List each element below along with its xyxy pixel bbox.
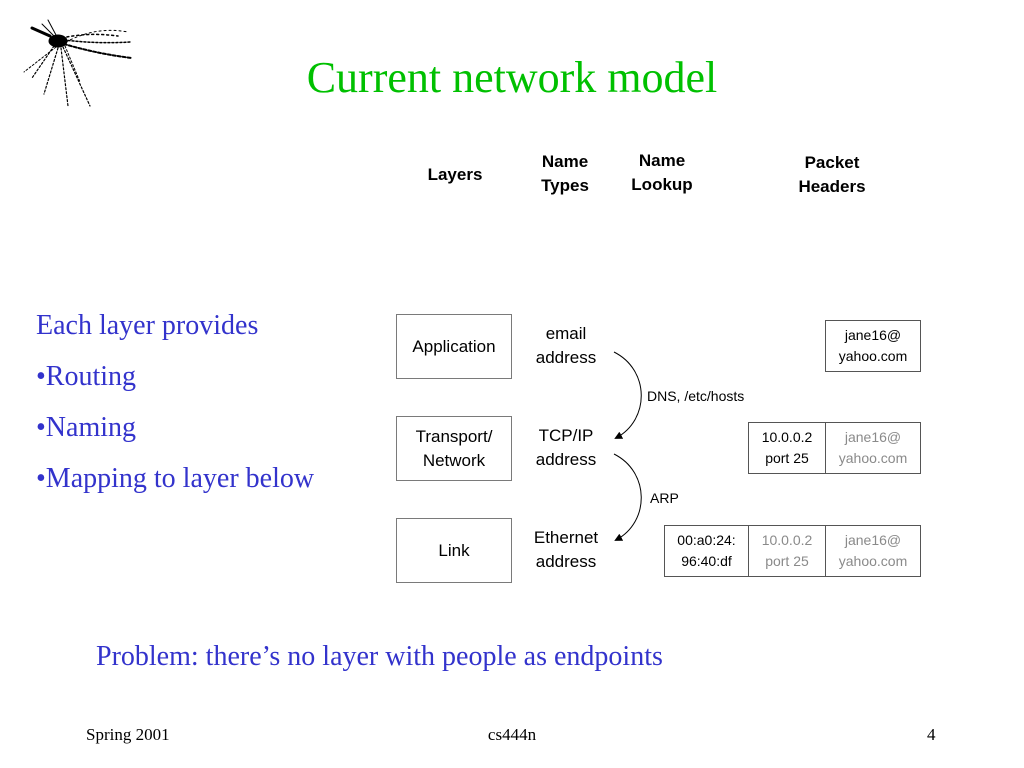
- slide-title: Current network model: [306, 53, 718, 102]
- name-type-line: email: [545, 324, 587, 343]
- header-text-line: port 25: [765, 450, 809, 466]
- lookup-dns: DNS, /etc/hosts: [647, 388, 745, 404]
- name-type-line: address: [535, 552, 597, 571]
- column-header-line: Name: [541, 152, 589, 171]
- lookup-arrows: [613, 351, 642, 541]
- header-mac-field: 00:a0:24: 96:40:df: [665, 526, 749, 576]
- name-type-tcpip: TCP/IP address: [516, 424, 616, 472]
- column-header-name-lookup: Name Lookup: [612, 149, 712, 197]
- footer-date: Spring 2001: [86, 725, 170, 744]
- bullet-mapping: •Mapping to layer below: [36, 463, 315, 494]
- header-text-line: jane16@: [844, 327, 902, 343]
- column-header-line: Types: [541, 176, 589, 195]
- layer-label-line: Network: [422, 450, 486, 470]
- layer-label: Transport/ Network: [416, 425, 493, 473]
- name-type-line: address: [535, 348, 597, 367]
- header-ip-field: 10.0.0.2 port 25: [749, 526, 826, 576]
- header-email-field: jane16@ yahoo.com: [826, 423, 920, 473]
- column-header-layers: Layers: [427, 165, 483, 184]
- bullet-intro: Each layer provides: [36, 310, 259, 341]
- column-header-line: Packet: [804, 153, 860, 172]
- packet-header-application: jane16@ yahoo.com: [825, 320, 921, 372]
- bullet-naming: •Naming: [36, 412, 137, 443]
- dns-lookup-arrow: [613, 351, 642, 439]
- mosquito-logo: [23, 19, 133, 107]
- column-header-line: Lookup: [631, 175, 693, 194]
- header-text-line: 10.0.0.2: [761, 429, 813, 445]
- problem-statement: Problem: there’s no layer with people as…: [96, 641, 663, 672]
- layer-label-line: Transport/: [415, 426, 493, 446]
- packet-header-link: 00:a0:24: 96:40:df 10.0.0.2 port 25 jane…: [664, 525, 921, 577]
- layer-box-transport-network: Transport/ Network: [396, 416, 512, 481]
- column-header-packet-headers: Packet Headers: [782, 151, 882, 199]
- header-email-field: jane16@ yahoo.com: [826, 526, 920, 576]
- name-type-ethernet: Ethernet address: [516, 526, 616, 574]
- header-text-line: jane16@: [844, 532, 902, 548]
- name-type-line: TCP/IP: [538, 426, 594, 445]
- header-text-line: jane16@: [844, 429, 902, 445]
- header-ip-field: 10.0.0.2 port 25: [749, 423, 826, 473]
- name-type-email: email address: [516, 322, 616, 370]
- header-email-field: jane16@ yahoo.com: [826, 321, 920, 371]
- header-text-line: yahoo.com: [838, 450, 908, 466]
- bullet-routing: •Routing: [36, 361, 137, 392]
- header-text-line: yahoo.com: [838, 348, 908, 364]
- column-header-line: Headers: [798, 177, 866, 196]
- footer-course: cs444n: [487, 725, 537, 744]
- column-header-name-types: Name Types: [515, 150, 615, 198]
- name-type-line: Ethernet: [533, 528, 599, 547]
- layer-box-link: Link: [396, 518, 512, 583]
- name-type-line: address: [535, 450, 597, 469]
- header-text-line: 96:40:df: [681, 553, 732, 569]
- packet-header-transport: 10.0.0.2 port 25 jane16@ yahoo.com: [748, 422, 921, 474]
- header-text-line: port 25: [765, 553, 809, 569]
- lookup-arp: ARP: [650, 490, 679, 506]
- header-text-line: 10.0.0.2: [761, 532, 813, 548]
- layer-box-application: Application: [396, 314, 512, 379]
- column-header-line: Name: [638, 151, 686, 170]
- layer-label: Link: [438, 540, 470, 560]
- arp-lookup-arrow: [613, 453, 642, 541]
- header-text-line: 00:a0:24:: [677, 532, 736, 548]
- layer-label: Application: [412, 336, 496, 356]
- header-text-line: yahoo.com: [838, 553, 908, 569]
- footer-page-number: 4: [927, 725, 936, 744]
